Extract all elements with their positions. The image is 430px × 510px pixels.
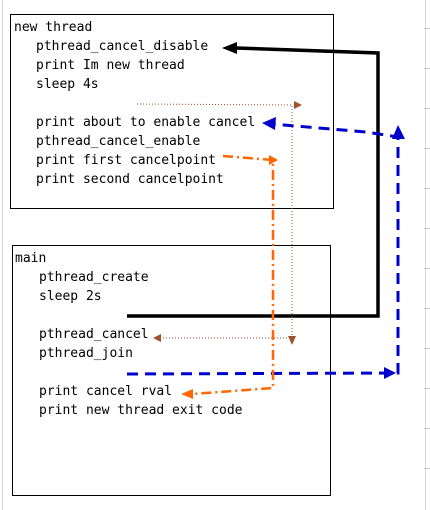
sheet-gridline	[424, 468, 430, 469]
brown-arrowhead	[288, 336, 296, 345]
thread-line-print-im-new: print Im new thread	[36, 58, 185, 73]
main-line-print-exit-code: print new thread exit code	[39, 403, 243, 418]
thread-line-cancel-enable: pthread_cancel_enable	[36, 134, 201, 149]
sheet-gridline	[424, 148, 430, 149]
sheet-gridline	[2, 0, 3, 510]
orange-arrowhead	[181, 389, 193, 399]
brown-arrowhead	[153, 334, 161, 342]
blue-arrowhead	[262, 117, 276, 130]
main-title: main	[15, 251, 47, 266]
new-thread-title: new thread	[14, 20, 93, 35]
thread-line-second-cancelpoint: print second cancelpoint	[36, 172, 224, 187]
main-line-pthread-join: pthread_join	[39, 346, 133, 361]
sheet-gridline	[424, 268, 430, 269]
sheet-gridline	[424, 428, 430, 429]
sheet-gridline	[424, 308, 430, 309]
main-line-print-cancel-rval: print cancel rval	[39, 384, 173, 399]
thread-line-print-about-enable: print about to enable cancel	[36, 115, 256, 130]
main-line-sleep-2s: sleep 2s	[39, 289, 102, 304]
sheet-gridline	[424, 108, 430, 109]
main-box: main pthread_create sleep 2s pthread_can…	[12, 245, 331, 496]
blue-arrowhead	[384, 367, 396, 379]
black-flow-arrow	[127, 46, 380, 318]
orange-arrowhead	[269, 155, 278, 165]
black-arrowhead	[222, 42, 237, 54]
sheet-gridline	[424, 68, 430, 69]
thread-line-cancel-disable: pthread_cancel_disable	[36, 39, 209, 54]
sheet-gridline	[424, 228, 430, 229]
orange-dashdot-flow-arrow	[191, 154, 275, 396]
sheet-gridline	[424, 188, 430, 189]
brown-arrowhead	[294, 101, 302, 109]
thread-line-first-cancelpoint: print first cancelpoint	[36, 153, 217, 168]
blue-arrowhead	[392, 125, 405, 139]
brown-dotted-flow-arrow	[136, 103, 293, 339]
sheet-gridline	[425, 0, 426, 510]
sheet-gridline	[424, 348, 430, 349]
new-thread-box: new thread pthread_cancel_disable print …	[10, 14, 334, 209]
sheet-gridline	[424, 388, 430, 389]
main-line-pthread-create: pthread_create	[39, 270, 149, 285]
thread-line-sleep-4s: sleep 4s	[36, 77, 99, 92]
sheet-gridline	[424, 28, 430, 29]
main-line-pthread-cancel: pthread_cancel	[39, 327, 149, 342]
blue-dashed-flow-arrow	[126, 122, 400, 376]
